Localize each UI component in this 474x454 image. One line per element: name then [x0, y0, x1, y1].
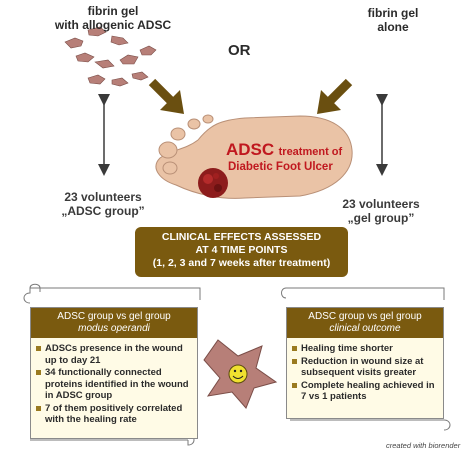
foot-ulcer-icon	[198, 168, 228, 198]
gel-alone-line2: alone	[377, 20, 409, 34]
modus-operandi-list: ADSCs presence in the wound up to day 21…	[31, 338, 197, 426]
foot-title-rest: treatment of	[278, 146, 343, 158]
gel-alone-label: fibrin gel alone	[348, 6, 438, 34]
list-item: 7 of them positively correlated with the…	[36, 403, 191, 426]
gel-with-adsc-label: fibrin gel with allogenic ADSC	[48, 4, 178, 32]
gel-group-line2: „gel group”	[347, 211, 415, 225]
right-diagonal-arrow-icon	[317, 78, 353, 114]
left-scroll-frame	[23, 283, 201, 446]
list-item: Complete healing achieved in 7 vs 1 pati…	[292, 380, 437, 403]
biorender-credit: created with biorender	[386, 441, 461, 450]
modus-operandi-header-line1: ADSC group vs gel group	[57, 311, 171, 322]
clinical-outcome-header: ADSC group vs gel group clinical outcome	[287, 308, 443, 338]
left-diagonal-arrow-icon	[148, 78, 184, 114]
clinical-effects-box: CLINICAL EFFECTS ASSESSED AT 4 TIME POIN…	[135, 227, 348, 277]
modus-operandi-panel: ADSC group vs gel group modus operandi A…	[30, 307, 198, 439]
gel-alone-line1: fibrin gel	[367, 6, 419, 20]
gel-group-label: 23 volunteers „gel group”	[326, 197, 436, 225]
adsc-group-line1: 23 volunteers	[64, 190, 142, 204]
gel-group-line1: 23 volunteers	[342, 197, 420, 211]
right-scroll-frame	[281, 287, 451, 431]
stem-cell-smiley-icon	[203, 339, 278, 409]
list-item: Reduction in wound size at subsequent vi…	[292, 356, 437, 379]
adsc-cells-cluster-icon	[64, 26, 157, 87]
modus-operandi-header-line2: modus operandi	[78, 323, 150, 334]
effects-line2: AT 4 TIME POINTS	[195, 244, 288, 256]
gel-with-adsc-line2: with allogenic ADSC	[54, 18, 172, 32]
list-item: 34 functionally connected proteins ident…	[36, 367, 191, 402]
clinical-outcome-panel: ADSC group vs gel group clinical outcome…	[286, 307, 444, 419]
or-label: OR	[228, 42, 251, 59]
foot-title-adsc: ADSC	[226, 140, 275, 159]
foot-title: ADSC treatment of	[226, 140, 366, 160]
clinical-outcome-list: Healing time shorter Reduction in wound …	[287, 338, 443, 403]
modus-operandi-header: ADSC group vs gel group modus operandi	[31, 308, 197, 338]
list-item: ADSCs presence in the wound up to day 21	[36, 343, 191, 366]
adsc-group-line2: „ADSC group”	[61, 204, 145, 218]
foot-subtitle: Diabetic Foot Ulcer	[228, 161, 333, 173]
list-item: Healing time shorter	[292, 343, 437, 355]
clinical-outcome-header-line2: clinical outcome	[329, 323, 401, 334]
clinical-outcome-header-line1: ADSC group vs gel group	[308, 311, 422, 322]
effects-line1: CLINICAL EFFECTS ASSESSED	[161, 231, 322, 243]
gel-with-adsc-line1: fibrin gel	[87, 4, 139, 18]
effects-line3: (1, 2, 3 and 7 weeks after treatment)	[152, 257, 331, 269]
adsc-group-label: 23 volunteers „ADSC group”	[48, 190, 158, 218]
